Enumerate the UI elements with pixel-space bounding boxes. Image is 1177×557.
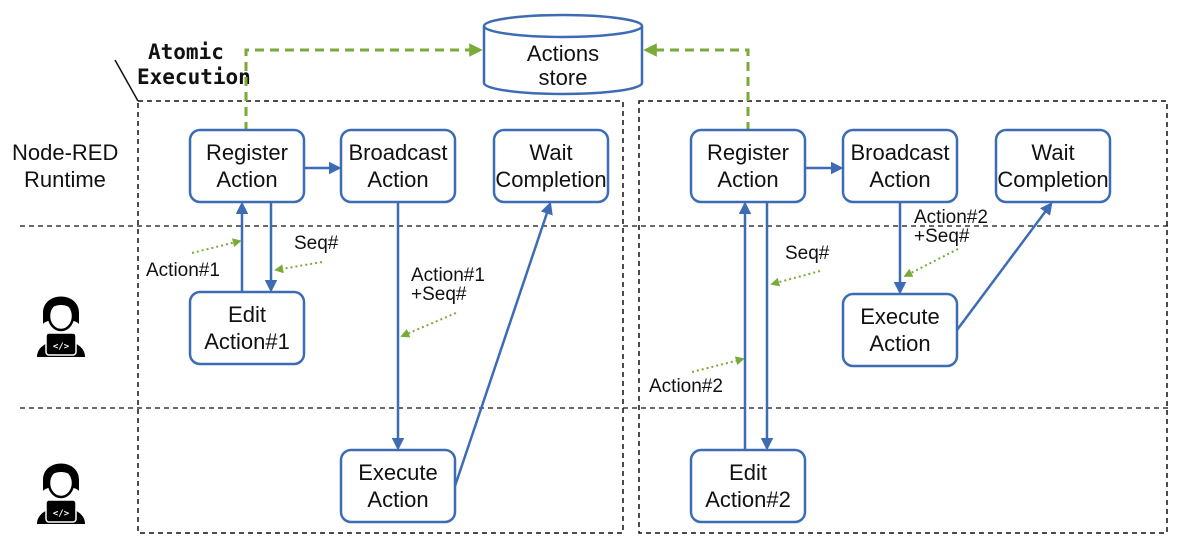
left-register-action-box[interactable]: Register Action bbox=[188, 128, 306, 204]
right-broadcast-line1: Broadcast bbox=[850, 140, 949, 165]
svg-text:</>: </> bbox=[53, 509, 70, 519]
left-wait-line2: Completion bbox=[495, 167, 606, 192]
left-dot-arrow-broadcast bbox=[400, 312, 457, 338]
right-dot-arrow-action bbox=[691, 356, 745, 373]
right-execute-line1: Execute bbox=[860, 304, 940, 329]
right-label-seq: Seq# bbox=[785, 243, 830, 264]
store-label-line1: Actions bbox=[527, 41, 599, 66]
left-edit-action-box[interactable]: Edit Action#1 bbox=[188, 290, 306, 366]
right-wait-line1: Wait bbox=[1031, 140, 1074, 165]
right-label-action: Action#2 bbox=[649, 376, 723, 397]
left-wait-completion-box[interactable]: Wait Completion bbox=[492, 128, 610, 204]
right-wait-completion-box[interactable]: Wait Completion bbox=[994, 128, 1112, 204]
heading-line2: Execution bbox=[137, 65, 251, 89]
left-label-broadcast-line2: +Seq# bbox=[411, 284, 467, 305]
left-broadcast-line1: Broadcast bbox=[348, 140, 447, 165]
store-link-left bbox=[244, 43, 483, 131]
left-execute-line2: Action bbox=[367, 487, 428, 512]
left-arrow-execute-to-wait bbox=[453, 201, 553, 487]
right-dot-arrow-broadcast bbox=[903, 248, 959, 277]
right-edit-line1: Edit bbox=[729, 460, 767, 485]
runtime-label-line2: Runtime bbox=[24, 167, 106, 192]
actions-store-cylinder: Actions store bbox=[482, 13, 644, 96]
right-label-broadcast-line1: Action#2 bbox=[914, 207, 988, 228]
right-execute-action-box[interactable]: Execute Action bbox=[841, 292, 959, 368]
left-register-line1: Register bbox=[206, 140, 288, 165]
svg-text:</>: </> bbox=[53, 342, 70, 352]
left-execute-action-box[interactable]: Execute Action bbox=[339, 448, 457, 524]
right-execute-line2: Action bbox=[869, 331, 930, 356]
left-label-action: Action#1 bbox=[146, 260, 220, 281]
left-label-seq: Seq# bbox=[294, 233, 339, 254]
right-edit-line2: Action#2 bbox=[705, 487, 791, 512]
runtime-label-line1: Node-RED bbox=[12, 140, 118, 165]
right-register-action-box[interactable]: Register Action bbox=[689, 128, 807, 204]
left-broadcast-line2: Action bbox=[367, 167, 428, 192]
left-edit-line2: Action#1 bbox=[204, 329, 290, 354]
right-edit-action-box[interactable]: Edit Action#2 bbox=[689, 448, 807, 524]
left-broadcast-action-box[interactable]: Broadcast Action bbox=[339, 128, 457, 204]
right-wait-line2: Completion bbox=[997, 167, 1108, 192]
right-broadcast-action-box[interactable]: Broadcast Action bbox=[841, 128, 959, 204]
developer-icon-second-lane: </> bbox=[37, 463, 85, 524]
atomic-execution-frame-right bbox=[638, 100, 1168, 534]
store-label-line2: store bbox=[539, 65, 588, 90]
right-dot-arrow-seq bbox=[770, 270, 821, 287]
developer-icon-runtime-lane: </> bbox=[37, 296, 85, 357]
left-label-broadcast-line1: Action#1 bbox=[411, 265, 485, 286]
store-link-right bbox=[643, 43, 750, 131]
left-dot-arrow-action bbox=[191, 238, 242, 254]
left-edit-line1: Edit bbox=[228, 302, 266, 327]
right-broadcast-line2: Action bbox=[869, 167, 930, 192]
heading-callout-line bbox=[114, 59, 139, 102]
right-register-line2: Action bbox=[717, 167, 778, 192]
right-arrow-execute-to-wait bbox=[955, 201, 1053, 331]
left-dot-arrow-seq bbox=[274, 261, 323, 274]
left-register-line2: Action bbox=[216, 167, 277, 192]
right-label-broadcast-line2: +Seq# bbox=[914, 226, 970, 247]
left-wait-line1: Wait bbox=[529, 140, 572, 165]
left-execute-line1: Execute bbox=[358, 460, 438, 485]
right-register-line1: Register bbox=[707, 140, 789, 165]
heading-line1: Atomic bbox=[148, 40, 224, 64]
